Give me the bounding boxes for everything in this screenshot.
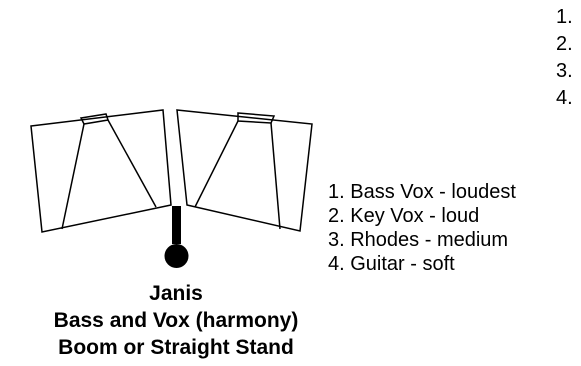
left-monitor-wedge-icon <box>30 109 172 233</box>
performer-name: Janis <box>149 282 203 305</box>
right-monitor-wedge-icon <box>176 109 313 232</box>
top-list-item: 3. <box>556 60 573 82</box>
mix-item-bass-vox: 1. Bass Vox - loudest <box>328 181 516 203</box>
performer-role: Bass and Vox (harmony) <box>53 309 299 332</box>
stand-type: Boom or Straight Stand <box>58 336 294 359</box>
top-list: 1. 2. 3. 4. <box>556 4 573 112</box>
mix-item-key-vox: 2. Key Vox - loud <box>328 205 480 227</box>
mix-item-guitar: 4. Guitar - soft <box>328 253 455 275</box>
top-list-item: 1. <box>556 6 573 28</box>
mic-stand-icon <box>164 206 189 268</box>
mix-item-rhodes: 3. Rhodes - medium <box>328 229 509 251</box>
monitor-mix-list: 1. Bass Vox - loudest 2. Key Vox - loud … <box>328 180 516 276</box>
top-list-item: 4. <box>556 87 573 109</box>
top-list-item: 2. <box>556 33 573 55</box>
performer-caption: Janis Bass and Vox (harmony) Boom or Str… <box>0 280 352 361</box>
